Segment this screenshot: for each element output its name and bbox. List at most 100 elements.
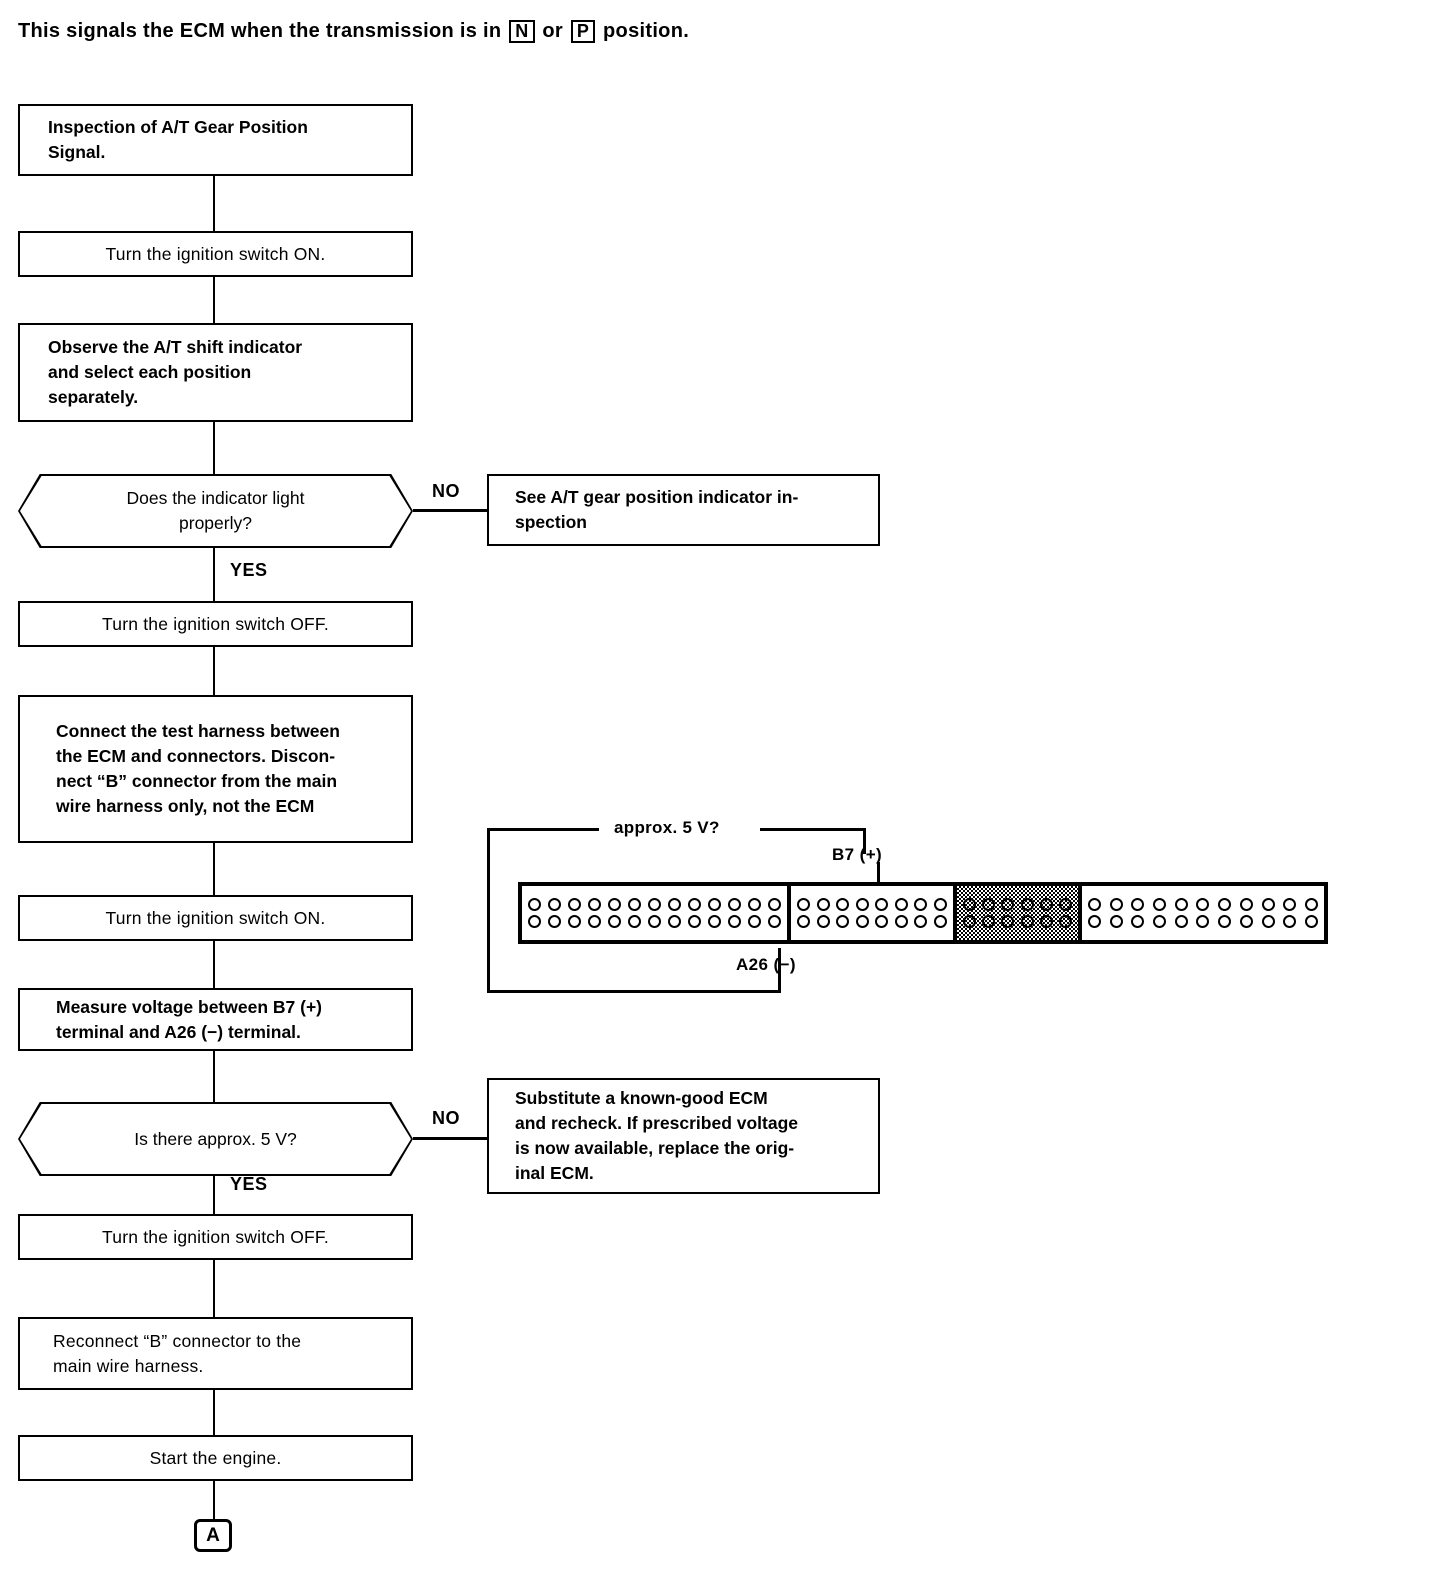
connector-pin [568,898,581,911]
flow-box-ignition-off-1-text: Turn the ignition switch OFF. [102,613,329,634]
connector-line-6 [213,941,215,988]
connector-section-b [791,886,957,940]
connector-pin [1304,898,1318,911]
flow-box-ignition-off-2: Turn the ignition switch OFF. [18,1214,413,1260]
decision-approx-5v-inner: Is there approx. 5 V? [20,1104,411,1174]
intro-sentence: This signals the ECM when the transmissi… [18,20,689,43]
connector-pin [608,915,621,928]
connector-section-c-shaded [957,886,1082,940]
connector-pin [568,915,581,928]
branch-label-no-2: NO [432,1108,460,1128]
flow-box-start-engine-text: Start the engine. [149,1447,282,1468]
connector-pin [836,898,850,911]
flow-box-ignition-on-1: Turn the ignition switch ON. [18,231,413,277]
connector-section-c-top-row [963,898,1072,911]
connector-section-d-bottom-row [1088,915,1318,928]
connector-pin [1153,898,1167,911]
connector-pin [1109,915,1123,928]
connector-pin [688,898,701,911]
flow-box-connect-harness: Connect the test harness between the ECM… [18,695,413,843]
connector-pin [748,898,761,911]
connector-pin [1261,915,1275,928]
connector-pin [708,915,721,928]
measure-bracket-top-left [487,828,599,831]
connector-pin [933,898,947,911]
flow-box-ignition-off-1: Turn the ignition switch OFF. [18,601,413,647]
connector-pin [1131,915,1145,928]
b7-bracket-horizontal [760,828,865,831]
connector-pin [982,915,996,928]
connector-pin [1283,898,1297,911]
no-branch-line-2 [413,1137,487,1140]
flow-box-ignition-on-1-text: Turn the ignition switch ON. [105,243,326,264]
connector-pin [1283,915,1297,928]
connector-pin [528,915,541,928]
connector-pin [588,898,601,911]
connector-pin [894,915,908,928]
no-branch-line-1 [413,509,487,512]
connector-pin [728,915,741,928]
connector-line-4 [213,647,215,695]
connector-pin [1088,915,1101,928]
outcome-box-see-indicator-inspection-text: See A/T gear position indicator in- spec… [515,487,799,532]
outcome-box-substitute-ecm-text: Substitute a known-good ECM and recheck.… [515,1088,799,1183]
flow-box-start-engine: Start the engine. [18,1435,413,1481]
decision-approx-5v-text: Is there approx. 5 V? [134,1128,297,1149]
connector-pin [768,915,781,928]
terminal-connector-a-label: A [206,1524,220,1546]
connector-pin [1218,898,1232,911]
connector-section-b-bottom-row [797,915,947,928]
connector-pin [914,915,928,928]
connector-pin [588,915,601,928]
connector-pin [1304,915,1318,928]
flow-box-reconnect-b-text: Reconnect “B” connector to the main wire… [53,1330,302,1376]
flow-box-ignition-on-2-text: Turn the ignition switch ON. [105,907,326,928]
intro-text-part1: This signals the ECM when the transmissi… [18,20,508,42]
connector-pin [1058,915,1072,928]
connector-pin [628,915,641,928]
connector-pin [982,898,996,911]
connector-pin [855,915,869,928]
measure-bracket-left-vertical [487,828,490,993]
connector-line-5 [213,843,215,895]
decision-indicator-light-text: Does the indicator light properly? [126,488,305,533]
intro-text-part3: position. [597,20,690,42]
connector-pin [608,898,621,911]
flow-box-observe-indicator-text: Observe the A/T shift indicator and sele… [48,337,303,407]
connector-pin [963,898,976,911]
flow-box-ignition-on-2: Turn the ignition switch ON. [18,895,413,941]
a26-leader-vertical [778,948,781,992]
connector-pin [894,898,908,911]
connector-section-d-top-row [1088,898,1318,911]
connector-pin [1088,898,1101,911]
connector-pin [1239,915,1253,928]
connector-line-10 [213,1481,215,1519]
connector-section-a-top-row [528,898,781,911]
connector-pin [836,915,850,928]
connector-pin [1001,898,1015,911]
connector-pin [628,898,641,911]
connector-line-9 [213,1390,215,1435]
connector-pin [1001,915,1015,928]
connector-pin [1039,898,1053,911]
flow-box-inspection-title: Inspection of A/T Gear Position Signal. [18,104,413,176]
gear-position-p-badge: P [570,20,596,43]
terminal-connector-a: A [194,1519,232,1552]
measure-label-approx-voltage: approx. 5 V? [608,818,726,838]
connector-pin [648,915,661,928]
connector-line-2 [213,277,215,323]
connector-pin [1239,898,1253,911]
connector-pin [1174,898,1188,911]
connector-pin [728,898,741,911]
measure-bracket-bottom [487,990,781,993]
connector-pin [548,898,561,911]
connector-line-8 [213,1260,215,1317]
b7-bracket-down [863,828,866,854]
yes-branch-line-1 [213,548,215,601]
connector-pin [1131,898,1145,911]
connector-line-3 [213,422,215,474]
flow-box-reconnect-b: Reconnect “B” connector to the main wire… [18,1317,413,1390]
connector-pin [668,915,681,928]
gear-position-n-badge: N [509,20,535,43]
connector-pin [855,898,869,911]
